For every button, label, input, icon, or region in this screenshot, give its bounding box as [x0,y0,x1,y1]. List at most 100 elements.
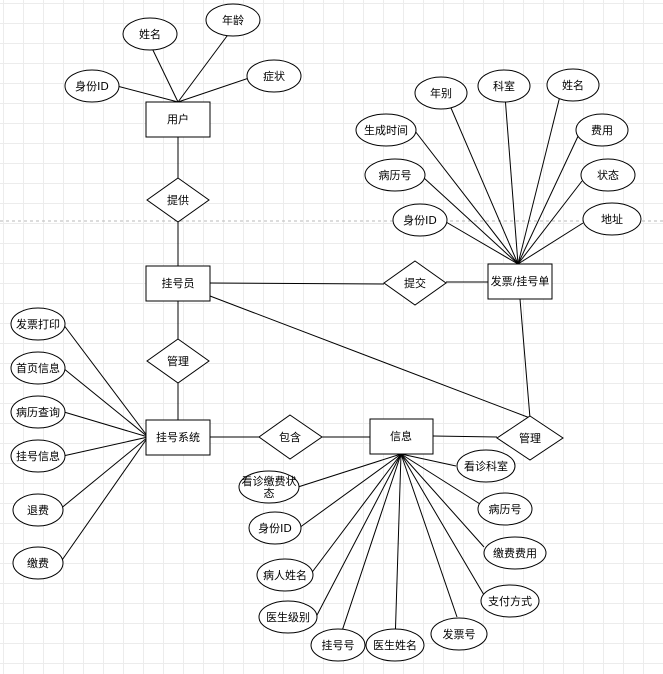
attr-label: 生成时间 [364,123,408,137]
attr-system-home[interactable]: 首页信息 [10,351,66,385]
edge-invoice-manage2 [519,298,531,419]
relationship-contains[interactable]: 包含 [258,414,323,460]
attr-system-refund[interactable]: 退费 [12,493,64,527]
attr-label: 病历号 [489,502,522,516]
edge-invoice-gender [447,100,519,265]
attr-invoice-name[interactable]: 姓名 [546,68,600,102]
attr-user-symptom[interactable]: 症状 [246,59,302,93]
edge-invoice-address [517,222,584,265]
attr-label: 看诊科室 [464,459,508,473]
edge-user-symptom [177,75,256,103]
edge-info-doctorname [394,453,402,645]
attr-label: 挂号号 [322,638,355,652]
attr-label: 首页信息 [16,361,60,375]
edge-info-invoiceno [400,453,458,618]
edge-system-reginfo [62,436,149,457]
attr-invoice-gender[interactable]: 年别 [414,76,468,110]
attr-invoice-time[interactable]: 生成时间 [355,113,417,147]
attr-label: 身份ID [403,213,437,227]
entity-registrar[interactable]: 挂号员 [145,265,211,302]
attr-label: 状态 [597,168,619,182]
relationship-label: 管理 [519,431,541,445]
relationship-provide[interactable]: 提供 [146,177,210,223]
attr-label: 病人姓名 [263,568,307,582]
edge-info-regno [337,453,402,644]
attr-system-pay[interactable]: 缴费 [12,546,64,580]
relationship-manage-invoice[interactable]: 管理 [496,415,564,461]
attr-label: 症状 [263,69,285,83]
edge-user-idcard [116,85,179,103]
attr-user-age[interactable]: 年龄 [205,3,261,37]
attr-label-line2: 态 [264,487,275,500]
edge-system-pay [59,436,149,564]
attr-label: 科室 [493,79,515,93]
entity-label: 挂号系统 [156,430,200,444]
attr-invoice-idcard[interactable]: 身份ID [392,203,448,237]
entity-label: 用户 [167,112,189,126]
relationship-label: 包含 [279,430,301,444]
entity-info[interactable]: 信息 [369,418,434,455]
attr-info-idcard[interactable]: 身份ID [248,511,302,545]
attr-label: 缴费费用 [493,546,537,560]
attr-label: 支付方式 [488,594,532,608]
attr-system-reginfo[interactable]: 挂号信息 [10,439,66,473]
relationship-submit[interactable]: 提交 [383,260,447,306]
edge-invoice-name [517,95,561,265]
attr-label: 挂号信息 [16,449,60,463]
attr-label: 年别 [430,86,452,100]
edge-system-home [62,367,149,438]
edge-system-print [62,323,149,438]
attr-label: 费用 [591,124,613,137]
attr-invoice-status[interactable]: 状态 [580,158,636,192]
attr-info-doctorlevel[interactable]: 医生级别 [258,600,318,634]
relationship-manage-system[interactable]: 管理 [146,338,210,384]
entity-system[interactable]: 挂号系统 [145,419,211,456]
entity-invoice[interactable]: 发票/挂号单 [487,263,553,300]
edge-info-patient [309,453,402,576]
attr-label: 病历查询 [16,405,60,419]
attr-label: 发票号 [443,627,476,641]
attr-info-doctorname[interactable]: 医生姓名 [365,628,425,662]
attr-invoice-address[interactable]: 地址 [582,202,642,236]
attr-info-dept[interactable]: 看诊科室 [456,449,516,483]
attr-user-name[interactable]: 姓名 [122,17,178,51]
attr-label: 缴费 [27,556,49,570]
attr-info-record[interactable]: 病历号 [477,492,533,526]
attr-system-print[interactable]: 发票打印 [10,307,66,341]
attr-label: 病历号 [379,168,412,182]
attr-label: 发票打印 [16,317,60,331]
attr-label-line1: 看诊缴费状 [242,474,297,488]
attr-info-regno[interactable]: 挂号号 [310,628,366,662]
relationship-label: 提交 [404,276,426,290]
attr-info-fee[interactable]: 缴费费用 [483,536,547,570]
attr-label: 退费 [27,504,49,517]
entity-label: 发票/挂号单 [491,274,550,288]
attr-info-invoiceno[interactable]: 发票号 [430,617,488,651]
edge-info-paystatus [297,453,402,488]
relationship-label: 管理 [167,354,189,368]
attr-system-query[interactable]: 病历查询 [10,395,66,429]
attr-label: 姓名 [139,27,161,41]
relationship-label: 提供 [167,193,189,207]
edge-invoice-idcard [445,221,519,265]
attr-label: 医生姓名 [373,638,417,652]
attr-info-patient[interactable]: 病人姓名 [256,558,314,592]
edge-info-fee [400,453,485,548]
edge-invoice-time [414,130,519,265]
edge-system-refund [58,436,149,511]
attr-label: 地址 [601,212,623,226]
edge-info-record [400,453,481,505]
edge-invoice-dept [504,95,519,265]
attr-info-paystatus[interactable]: 看诊缴费状 态 [238,470,300,504]
edge-info-idcard [298,453,402,529]
attr-invoice-fee[interactable]: 费用 [575,113,629,147]
attr-user-idcard[interactable]: 身份ID [64,69,120,103]
attr-invoice-dept[interactable]: 科室 [477,69,531,103]
edge-system-query [63,411,149,438]
entity-user[interactable]: 用户 [145,101,211,138]
entity-label: 挂号员 [162,276,195,290]
attr-invoice-record[interactable]: 病历号 [364,158,426,192]
attr-info-paymethod[interactable]: 支付方式 [480,584,540,618]
